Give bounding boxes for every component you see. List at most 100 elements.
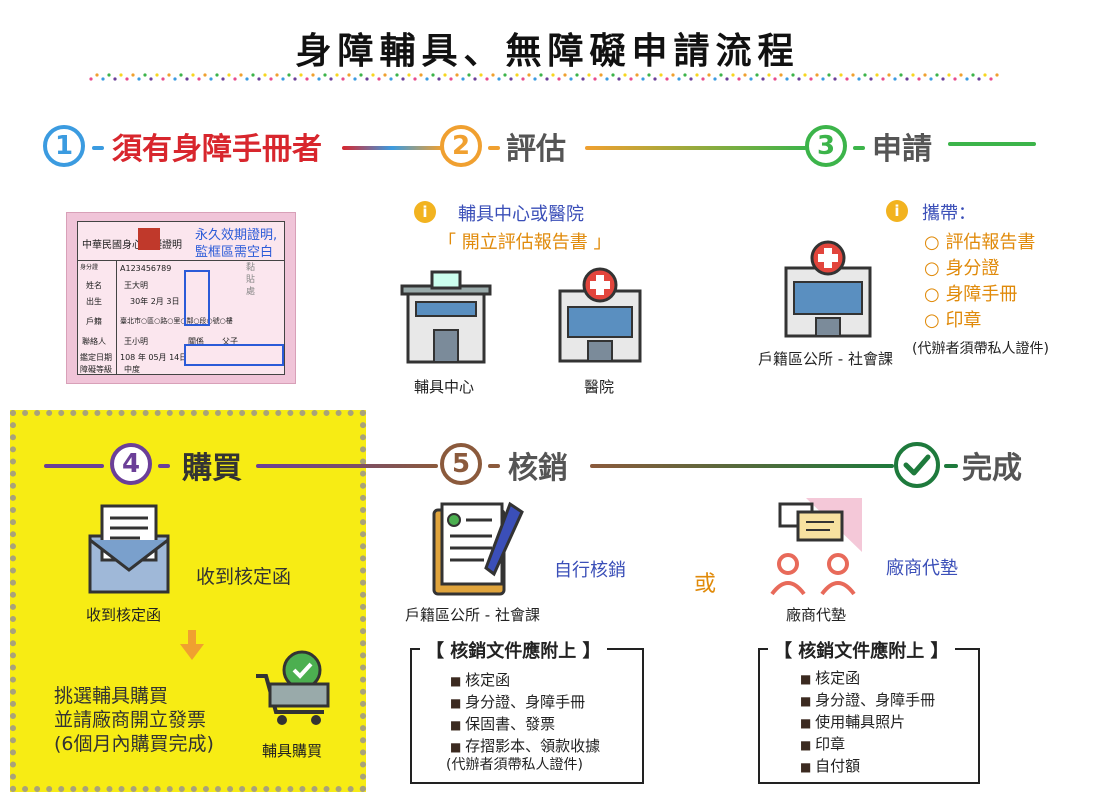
divider-dot — [221, 77, 225, 81]
divider-dot — [971, 73, 975, 77]
divider-dot — [143, 73, 147, 77]
divider-dot — [539, 73, 543, 77]
divider-dot — [551, 73, 555, 77]
divider-dot — [437, 77, 441, 81]
divider-dot — [491, 73, 495, 77]
divider-dot — [935, 73, 939, 77]
divider-dot — [617, 77, 621, 81]
office-building-icon — [784, 240, 872, 338]
divider-dot — [773, 77, 777, 81]
doc-item: 身分證、身障手冊 — [450, 692, 600, 714]
divider-dot — [233, 77, 237, 81]
divider-dot — [413, 77, 417, 81]
divider-dot — [323, 73, 327, 77]
divider-dot — [317, 77, 321, 81]
divider-dot — [89, 77, 93, 81]
apply-note: (代辦者須帶私人證件) — [912, 341, 1049, 357]
check-circle-icon — [894, 442, 940, 488]
vendor-people-chat-icon — [770, 498, 862, 596]
divider-dot — [887, 73, 891, 77]
step-4-dash — [158, 464, 170, 468]
divider-dot — [725, 77, 729, 81]
divider-dot — [245, 77, 249, 81]
divider-dot — [845, 77, 849, 81]
divider-dot — [227, 73, 231, 77]
letter-caption: 收到核定函 — [86, 606, 162, 624]
document-pen-icon — [432, 501, 524, 596]
step-5-number: 5 — [440, 443, 482, 485]
divider-dot — [155, 73, 159, 77]
doc-item: 使用輔具照片 — [800, 712, 935, 734]
divider-dot — [377, 77, 381, 81]
step-1-label: 須有身障手冊者 — [112, 132, 322, 167]
divider-dot — [347, 73, 351, 77]
divider-dot — [767, 73, 771, 77]
vendor-caption: 廠商代墊 — [786, 606, 847, 624]
purchase-highlight-box — [10, 410, 366, 792]
doc-item: 存摺影本、領款收據 — [450, 736, 600, 758]
divider-dot — [509, 77, 513, 81]
divider-dot — [719, 73, 723, 77]
divider-dot — [293, 77, 297, 81]
divider-dot — [353, 77, 357, 81]
step-5-dash — [488, 464, 500, 468]
divider-dot — [209, 77, 213, 81]
step-5-label: 核銷 — [508, 451, 568, 486]
divider-dot — [563, 73, 567, 77]
divider-dot — [779, 73, 783, 77]
divider-dot — [185, 77, 189, 81]
card-seal — [138, 228, 160, 250]
divider-dot — [929, 77, 933, 81]
info-icon: i — [886, 200, 908, 222]
divider-dot — [473, 77, 477, 81]
card-header: 中華民國身心障礙證明 — [82, 240, 182, 251]
divider-dot — [629, 77, 633, 81]
divider-dot — [587, 73, 591, 77]
eval-info-line1: 輔具中心或醫院 — [458, 204, 584, 225]
divider-dot — [131, 73, 135, 77]
step-line-done-end — [944, 464, 958, 468]
divider-dot — [161, 77, 165, 81]
step-2-dash — [488, 146, 500, 150]
card-appraisal-value: 108 年 05月 14日 — [120, 353, 188, 362]
writeoff-left-box-title: 【 核銷文件應附上 】 — [420, 637, 607, 663]
divider-dot — [761, 77, 765, 81]
divider-dot — [809, 77, 813, 81]
divider-dot — [749, 77, 753, 81]
divider-dot — [311, 73, 315, 77]
writeoff-left-list: 核定函 身分證、身障手冊 保固書、發票 存摺影本、領款收據 — [450, 670, 600, 758]
divider-dot — [503, 73, 507, 77]
divider-dot — [383, 73, 387, 77]
card-appraisal-label: 鑑定日期 — [80, 353, 112, 362]
divider-dot — [203, 73, 207, 77]
divider-dot — [575, 73, 579, 77]
divider-dot — [167, 73, 171, 77]
divider-dot — [941, 77, 945, 81]
divider-dot — [125, 77, 129, 81]
step-line-4-5 — [256, 464, 438, 468]
card-relation-value: 父子 — [222, 337, 238, 346]
writeoff-right-list: 核定函 身分證、身障手冊 使用輔具照片 印章 自付額 — [800, 668, 935, 778]
doc-item: 印章 — [800, 734, 935, 756]
divider-dot — [659, 73, 663, 77]
card-valid-box — [184, 270, 210, 326]
card-stamp-text: 黏貼處 — [246, 263, 256, 297]
aux-center-building-icon — [400, 270, 492, 364]
divider-dot — [395, 73, 399, 77]
card-level-label: 障礙等級 — [80, 365, 112, 374]
apply-item: ○ 評估報告書 — [924, 232, 1036, 253]
divider-dot — [263, 73, 267, 77]
divider-dot — [401, 77, 405, 81]
card-birth-label: 出生 — [86, 297, 102, 306]
doc-item: 身分證、身障手冊 — [800, 690, 935, 712]
divider-dot — [671, 73, 675, 77]
doc-item: 核定函 — [450, 670, 600, 692]
doc-item: 保固書、發票 — [450, 714, 600, 736]
divider-dot — [149, 77, 153, 81]
letter-text: 收到核定函 — [196, 566, 292, 588]
divider-dot — [821, 77, 825, 81]
divider-dot — [305, 77, 309, 81]
divider-dot — [665, 77, 669, 81]
divider-dot — [197, 77, 201, 81]
divider-dot — [737, 77, 741, 81]
